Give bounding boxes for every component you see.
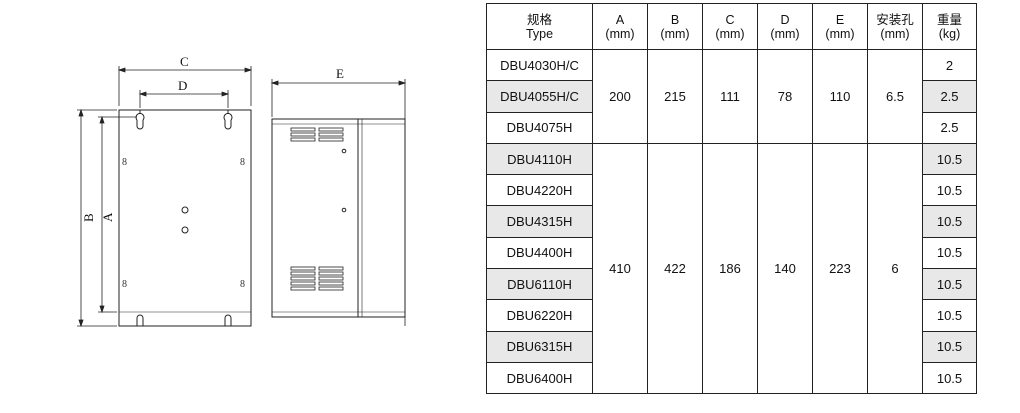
- header-b-unit: (mm): [660, 26, 690, 41]
- keyhole-right: [223, 110, 233, 130]
- dim-a: [98, 115, 137, 314]
- weight-cell: 10.5: [922, 330, 977, 363]
- table-row: DBU6220H 10.5: [486, 299, 977, 332]
- table-row: DBU4055H/C 2.5: [486, 80, 977, 113]
- center-hole: [181, 226, 189, 234]
- header-d: D (mm): [757, 3, 813, 50]
- header-e: E (mm): [812, 3, 868, 50]
- dim-d: [138, 90, 230, 108]
- dim-c: [117, 66, 253, 106]
- value-e: 223: [812, 142, 868, 395]
- model-cell: DBU4055H/C: [486, 80, 593, 113]
- table-row: DBU4030H/C 200 215 111 78 110 6.5 2: [486, 48, 977, 144]
- table-row: DBU4315H 10.5: [486, 205, 977, 238]
- header-c-unit: (mm): [715, 26, 745, 41]
- header-weight-cn: 重量: [936, 12, 962, 27]
- model-cell: DBU4400H: [486, 236, 593, 270]
- value-hole: 6: [867, 142, 923, 395]
- header-c: C (mm): [702, 3, 758, 50]
- header-e-label: E: [835, 12, 845, 27]
- weight-cell: 2.5: [922, 111, 977, 144]
- model-cell: DBU4110H: [486, 142, 593, 176]
- weight-cell: 2: [922, 48, 977, 82]
- header-b-label: B: [670, 12, 680, 27]
- front-panel-outline: [118, 109, 252, 327]
- header-e-unit: (mm): [825, 26, 855, 41]
- header-model-en: Type: [525, 26, 554, 41]
- table-header-row: 规格 Type A (mm) B (mm) C (mm) D (mm) E (m…: [486, 3, 977, 50]
- dim-e: [270, 80, 407, 86]
- model-cell: DBU6220H: [486, 299, 593, 332]
- bottom-slot-left: [136, 314, 144, 326]
- center-hole: [181, 206, 189, 214]
- value-e: 110: [812, 49, 868, 144]
- weight-cell: 2.5: [922, 80, 977, 113]
- table-row: DBU6110H 10.5: [486, 268, 977, 301]
- header-b: B (mm): [647, 3, 703, 50]
- spec-table: 规格 Type A (mm) B (mm) C (mm) D (mm) E (m…: [486, 3, 977, 395]
- screw-mark: 8: [122, 279, 127, 290]
- header-model: 规格 Type: [486, 3, 593, 50]
- weight-cell: 10.5: [922, 236, 977, 270]
- screw-mark: 8: [122, 157, 127, 168]
- table-row: DBU6315H 10.5: [486, 330, 977, 363]
- model-cell: DBU6315H: [486, 330, 593, 363]
- value-a: 200: [592, 49, 648, 144]
- model-cell: DBU6400H: [486, 361, 593, 395]
- model-cell: DBU4075H: [486, 111, 593, 144]
- side-screw: [341, 148, 347, 154]
- dim-b: [77, 108, 117, 328]
- value-c: 186: [702, 142, 758, 395]
- header-hole: 安装孔 (mm): [867, 3, 923, 50]
- table-row: DBU6400H 10.5: [486, 361, 977, 395]
- header-d-label: D: [780, 12, 790, 27]
- table-row: DBU4075H 2.5: [486, 111, 977, 144]
- value-c: 111: [702, 49, 758, 144]
- front-view: 8 8 8 8: [118, 109, 252, 327]
- table-row: DBU4110H 410 422 186 140 223 6 10.5: [486, 142, 977, 395]
- header-d-unit: (mm): [770, 26, 800, 41]
- model-cell: DBU6110H: [486, 268, 593, 301]
- weight-cell: 10.5: [922, 299, 977, 332]
- header-weight: 重量 (kg): [922, 3, 977, 50]
- screw-mark: 8: [240, 279, 245, 290]
- dim-label-c: C: [180, 54, 189, 69]
- header-hole-cn: 安装孔: [876, 12, 914, 27]
- vent-bottom: [290, 266, 344, 291]
- dim-label-b: B: [81, 213, 96, 222]
- header-hole-unit: (mm): [880, 26, 910, 41]
- keyhole-left: [135, 110, 145, 130]
- screw-mark: 8: [240, 157, 245, 168]
- weight-cell: 10.5: [922, 205, 977, 238]
- value-a: 410: [592, 142, 648, 395]
- header-a-label: A: [615, 12, 625, 27]
- header-a-unit: (mm): [605, 26, 635, 41]
- dim-label-d: D: [178, 78, 187, 93]
- dimension-drawing: 8 8 8 8 C D B: [77, 54, 407, 328]
- value-d: 140: [757, 142, 813, 395]
- weight-cell: 10.5: [922, 268, 977, 301]
- side-view: [271, 79, 406, 326]
- weight-cell: 10.5: [922, 174, 977, 207]
- header-a: A (mm): [592, 3, 648, 50]
- vent-top: [290, 127, 344, 142]
- bottom-slot-right: [224, 314, 232, 326]
- header-model-cn: 规格: [526, 12, 552, 27]
- side-screw: [341, 207, 347, 213]
- header-weight-unit: (kg): [938, 26, 961, 41]
- model-cell: DBU4220H: [486, 174, 593, 207]
- model-cell: DBU4030H/C: [486, 48, 593, 82]
- value-hole: 6.5: [867, 49, 923, 144]
- header-c-label: C: [725, 12, 735, 27]
- value-d: 78: [757, 49, 813, 144]
- dim-label-a: A: [100, 212, 115, 222]
- value-b: 215: [647, 49, 703, 144]
- dim-label-e: E: [336, 66, 344, 81]
- weight-cell: 10.5: [922, 142, 977, 176]
- model-cell: DBU4315H: [486, 205, 593, 238]
- value-b: 422: [647, 142, 703, 395]
- weight-cell: 10.5: [922, 361, 977, 395]
